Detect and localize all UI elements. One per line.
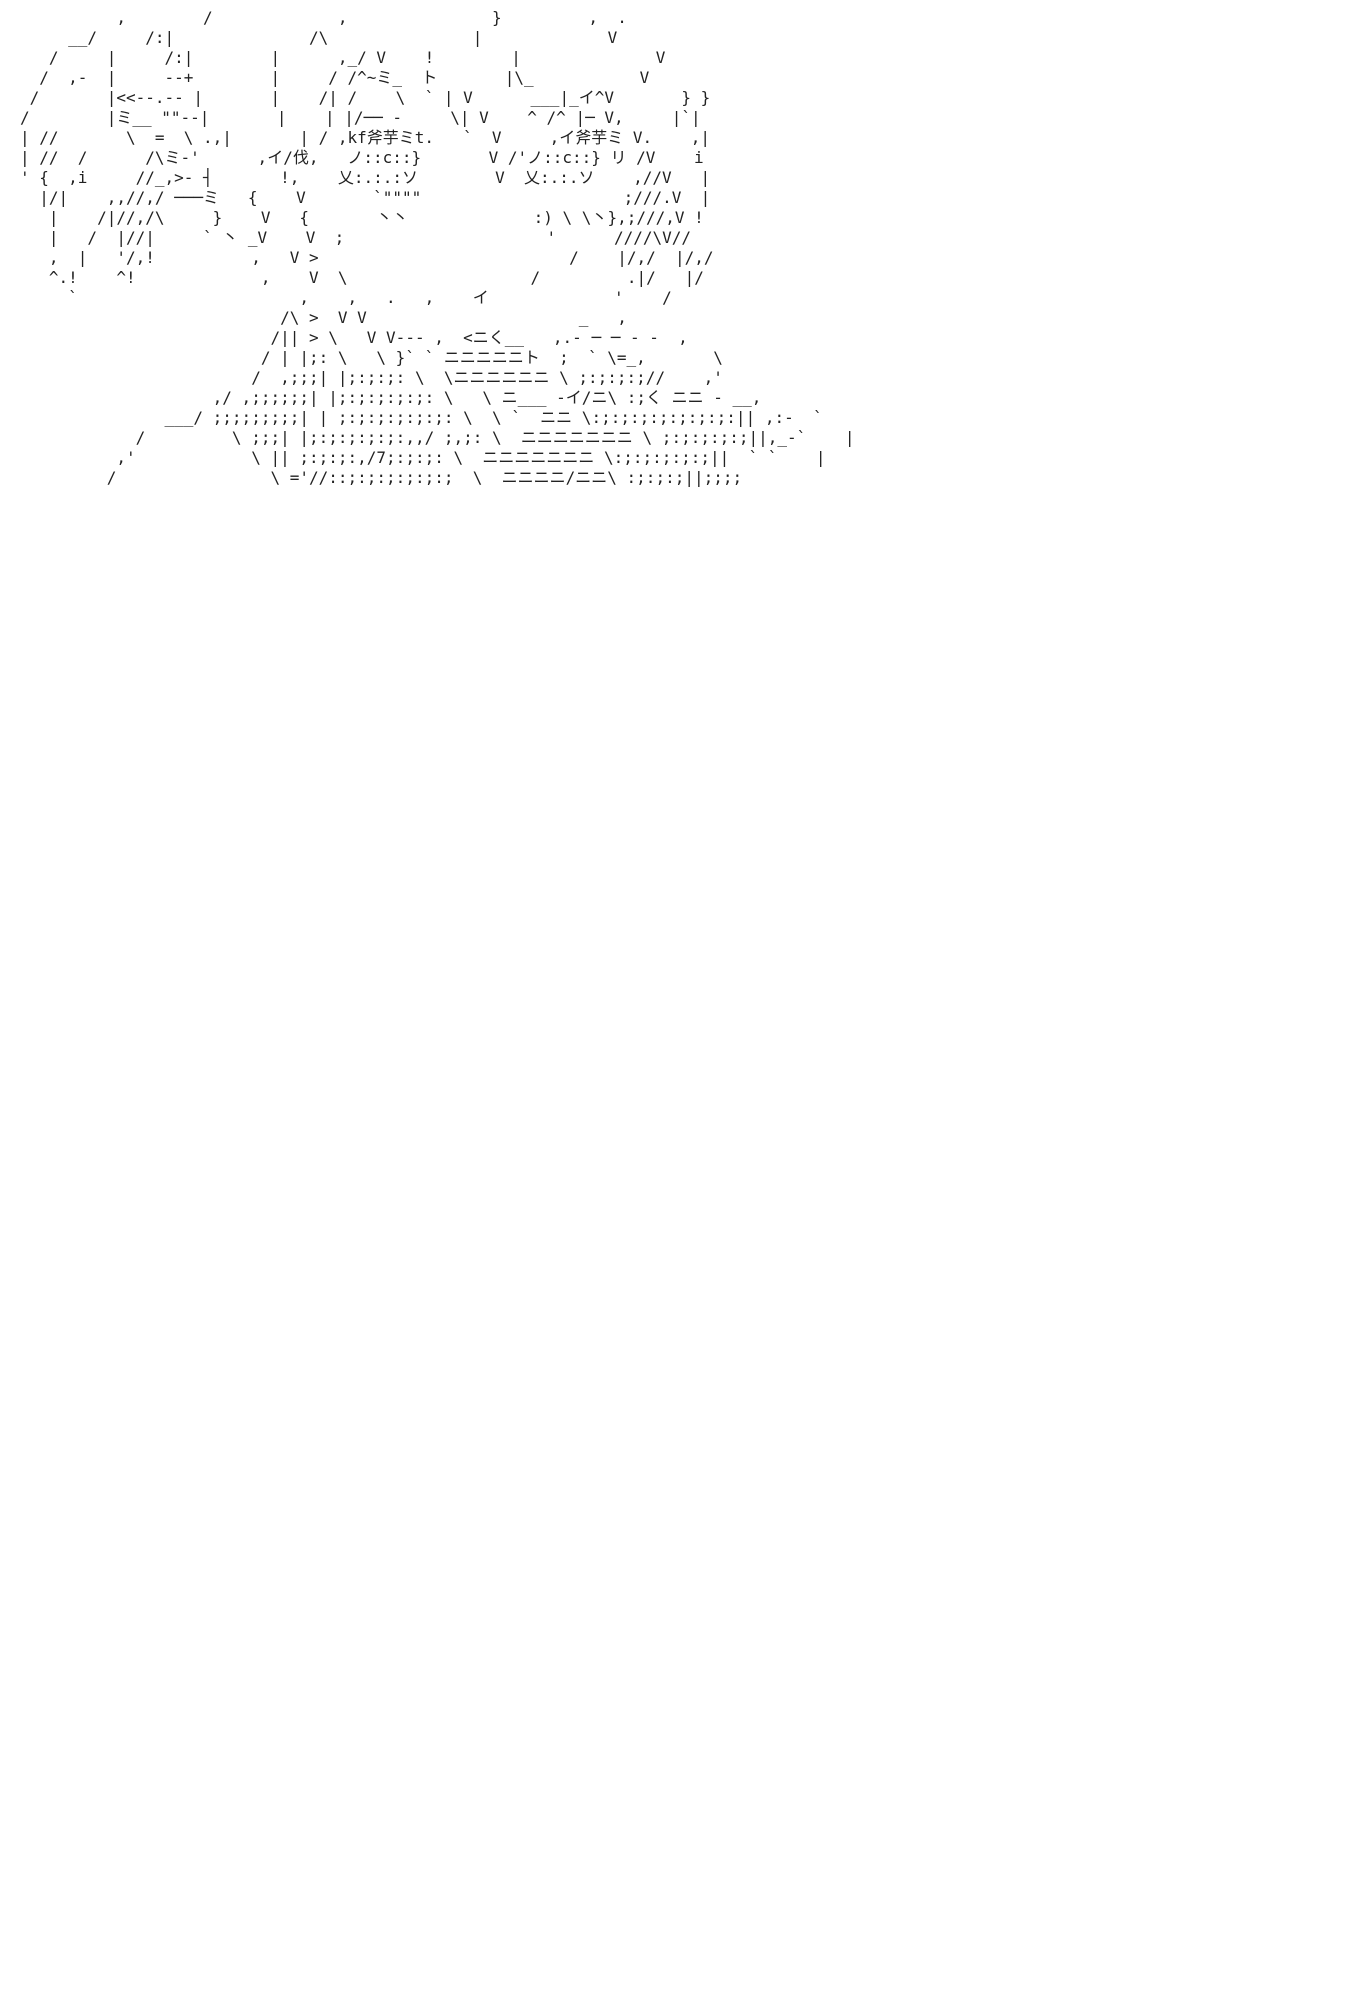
ascii-art-figure-1: , / , } , . __/ /:| /\ | V / | /:| | ,_/… xyxy=(20,8,855,487)
